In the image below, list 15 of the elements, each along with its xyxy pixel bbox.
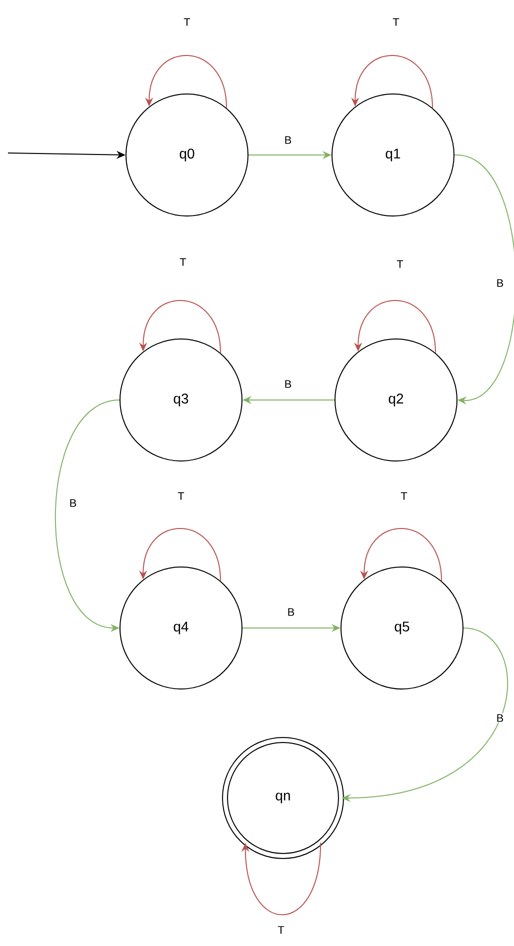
edge-label: B [283, 379, 293, 389]
arrow [241, 842, 322, 916]
edge-label: T [176, 491, 186, 501]
arrow [454, 154, 514, 405]
edge-label: B [495, 278, 505, 288]
edge-label: T [400, 491, 408, 501]
edge-label: T [396, 259, 404, 269]
edge-label: B [286, 607, 296, 617]
edge-label: T [182, 17, 192, 27]
edge-label: T [392, 17, 400, 27]
edge-label: T [178, 257, 188, 267]
edge-label: B [495, 713, 505, 723]
edge-label: T [276, 925, 286, 935]
edge-label: B [283, 135, 293, 145]
edge-label: B [68, 498, 78, 508]
